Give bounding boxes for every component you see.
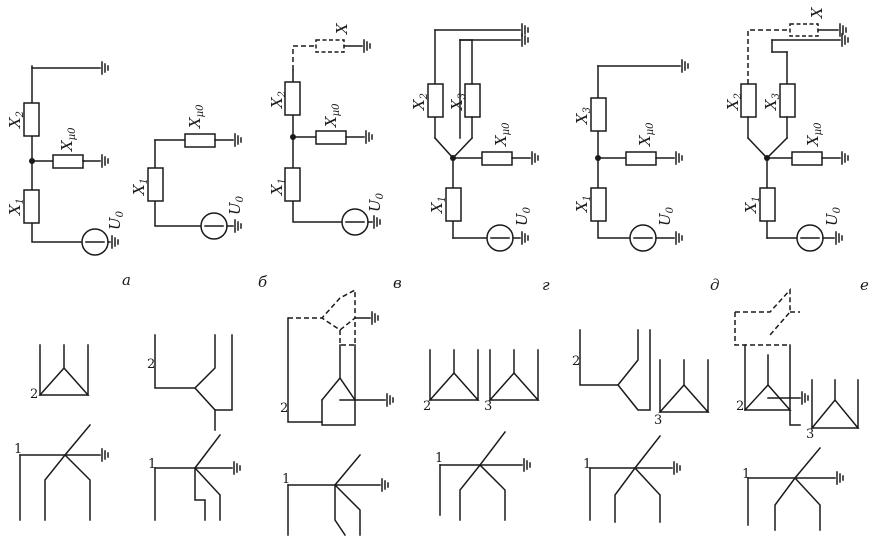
label-xmu0: Xμ0 bbox=[58, 127, 78, 152]
label-u0: U0 bbox=[226, 195, 246, 215]
label-x1: X1 bbox=[742, 196, 762, 214]
label-x1: X1 bbox=[268, 178, 288, 196]
svg-text:2: 2 bbox=[572, 354, 580, 369]
label-x1: X1 bbox=[428, 196, 448, 214]
svg-text:1: 1 bbox=[14, 442, 22, 457]
svg-text:1: 1 bbox=[435, 451, 443, 466]
svg-text:1: 1 bbox=[583, 457, 591, 472]
svg-text:2: 2 bbox=[147, 357, 155, 372]
panel-letter: в bbox=[393, 274, 402, 292]
panel-v: X2 X1 Xμ0 U0 X в bbox=[268, 22, 402, 292]
svg-text:3: 3 bbox=[484, 399, 492, 414]
label-u0: U0 bbox=[823, 206, 843, 226]
label-x-dashed: X bbox=[333, 22, 351, 35]
label-x2: X2 bbox=[268, 91, 288, 109]
label-u0: U0 bbox=[106, 210, 126, 230]
label-x2: X2 bbox=[410, 93, 430, 111]
panel-letter: г bbox=[542, 276, 550, 294]
panel-b: X1 Xμ0 U0 б bbox=[130, 104, 268, 291]
svg-text:3: 3 bbox=[654, 413, 662, 428]
windings-e: 2 3 1 bbox=[734, 288, 860, 531]
panel-a: X2 X1 Xμ0 U0 а bbox=[6, 61, 131, 289]
label-x2: X2 bbox=[724, 93, 744, 111]
panel-g: X2 X3 Xμ0 X1 U0 г bbox=[410, 23, 550, 294]
svg-text:2: 2 bbox=[30, 387, 38, 402]
label-x3: X3 bbox=[448, 93, 468, 111]
label-xmu0: Xμ0 bbox=[186, 104, 206, 129]
label-x2: X2 bbox=[6, 111, 26, 129]
label-x1: X1 bbox=[130, 178, 150, 196]
svg-text:2: 2 bbox=[280, 401, 288, 416]
svg-text:3: 3 bbox=[806, 427, 814, 442]
label-xmu0: Xμ0 bbox=[492, 122, 512, 147]
label-xmu0: Xμ0 bbox=[322, 103, 342, 128]
windings-b: 2 1 bbox=[147, 334, 241, 521]
svg-text:1: 1 bbox=[742, 467, 750, 482]
windings-d: 2 3 1 bbox=[572, 329, 710, 523]
panel-letter: а bbox=[122, 271, 131, 289]
label-xmu0: Xμ0 bbox=[804, 122, 824, 147]
label-x1: X1 bbox=[573, 195, 593, 213]
label-xmu0: Xμ0 bbox=[636, 122, 656, 147]
label-u0: U0 bbox=[366, 192, 386, 212]
panel-d: X3 X1 Xμ0 U0 д bbox=[573, 59, 720, 294]
svg-text:1: 1 bbox=[282, 472, 290, 487]
label-x1: X1 bbox=[6, 198, 26, 216]
label-u0: U0 bbox=[656, 206, 676, 226]
svg-text:2: 2 bbox=[736, 399, 744, 414]
label-x-dashed: X bbox=[808, 6, 826, 19]
windings-a: 2 1 bbox=[14, 344, 109, 521]
label-u0: U0 bbox=[513, 206, 533, 226]
panel-e: X2 X3 Xμ0 X1 U0 X е bbox=[724, 6, 869, 294]
label-x3: X3 bbox=[573, 107, 593, 125]
windings-g: 2 3 1 bbox=[423, 349, 540, 521]
panel-letter: б bbox=[258, 273, 268, 291]
label-x3: X3 bbox=[762, 93, 782, 111]
windings-v: 2 1 bbox=[280, 288, 394, 537]
panel-letter: д bbox=[710, 276, 720, 294]
svg-text:2: 2 bbox=[423, 399, 431, 414]
panel-letter: е bbox=[860, 276, 869, 294]
svg-text:1: 1 bbox=[148, 457, 156, 472]
